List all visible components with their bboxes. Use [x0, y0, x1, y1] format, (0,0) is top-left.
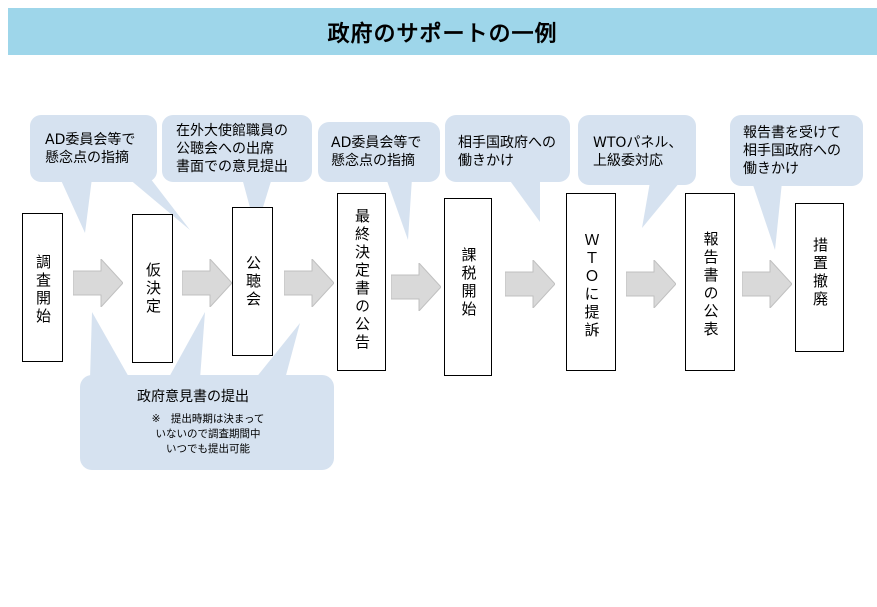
flow-arrow-2	[182, 259, 232, 307]
step-label: 措置撤廃	[811, 237, 829, 309]
callout-pointer-1b	[128, 178, 190, 230]
callout-pointer-bottom-2	[168, 312, 205, 379]
callout-pointer-5	[642, 182, 680, 228]
callout-bottom-note: ※ 提出時期は決まって いないので調査期間中 いつでも提出可能	[151, 413, 265, 455]
callout-4-line-1: 相手国政府への	[458, 135, 556, 151]
callout-5-line-1: WTOパネル、	[593, 135, 683, 151]
callout-text-4: 相手国政府への 働きかけ	[458, 134, 556, 170]
flow-arrow-6	[626, 260, 676, 308]
callout-3-line-1: AD委員会等で	[331, 135, 422, 151]
callout-bubble-bottom	[80, 375, 334, 470]
callout-5-line-2: 上級委対応	[593, 153, 663, 169]
step-box-provisional-decision: 仮決定	[132, 214, 173, 363]
callout-pointer-6	[752, 182, 782, 250]
callout-text-3: AD委員会等で 懸念点の指摘	[331, 134, 421, 170]
flow-arrow-4	[391, 263, 441, 311]
callout-text-2: 在外大使館職員の 公聴会への出席 書面での意見提出	[176, 122, 288, 176]
callout-2-line-3: 書面での意見提出	[176, 159, 288, 175]
step-label: 仮決定	[144, 262, 162, 316]
step-label: 課税開始	[459, 247, 478, 319]
flow-arrow-3	[284, 259, 334, 307]
step-label: 報告書の公表	[701, 231, 720, 339]
callout-1-line-1: AD委員会等で	[45, 132, 136, 148]
step-label: 調査開始	[34, 254, 52, 326]
flow-arrow-5	[505, 260, 555, 308]
callout-pointer-bottom-1	[90, 312, 130, 379]
callout-bubble-1	[30, 115, 157, 182]
callout-pointer-3	[386, 178, 412, 240]
step-box-levy-start: 課税開始	[444, 198, 492, 376]
callout-bubble-6	[730, 115, 863, 186]
callout-3-line-2: 懸念点の指摘	[331, 153, 415, 169]
flow-arrow-1	[73, 259, 123, 307]
callout-6-line-3: 働きかけ	[743, 161, 799, 177]
callout-pointer-bottom-3	[255, 323, 300, 379]
callout-bubble-4	[445, 115, 570, 182]
step-box-report-publication: 報告書の公表	[685, 193, 735, 371]
callout-pointer-1a	[60, 178, 92, 233]
callout-pointer-4	[508, 178, 540, 222]
flow-arrow-7	[742, 260, 792, 308]
callout-bubble-5	[578, 115, 696, 185]
callout-4-line-2: 働きかけ	[458, 153, 514, 169]
callout-bottom-title: 政府意見書の提出	[137, 389, 249, 405]
callout-1-line-2: 懸念点の指摘	[45, 150, 129, 166]
callout-bubble-2	[162, 115, 312, 182]
step-box-public-hearing: 公聴会	[232, 207, 273, 356]
step-label: 最終決定書の公告	[353, 208, 371, 352]
callout-text-5: WTOパネル、 上級委対応	[593, 134, 682, 170]
callout-2-line-2: 公聴会への出席	[176, 141, 274, 157]
step-box-wto-filing: ＷＴＯに提訴	[566, 193, 616, 371]
callout-text-1: AD委員会等で 懸念点の指摘	[45, 131, 135, 167]
step-box-measure-abolition: 措置撤廃	[795, 203, 844, 352]
step-box-survey-start: 調査開始	[22, 213, 63, 362]
callout-6-line-1: 報告書を受けて	[743, 125, 841, 141]
callout-6-line-2: 相手国政府への	[743, 143, 841, 159]
step-label: 公聴会	[244, 255, 262, 309]
callout-pointer-2	[242, 178, 272, 230]
diagram-title: 政府のサポートの一例	[327, 21, 558, 47]
step-box-final-determination: 最終決定書の公告	[337, 193, 386, 371]
callout-2-line-1: 在外大使館職員の	[176, 123, 288, 139]
callout-bubble-3	[318, 122, 440, 182]
step-label: ＷＴＯに提訴	[582, 232, 601, 340]
title-bar: 政府のサポートの一例	[8, 8, 877, 55]
callout-text-6: 報告書を受けて 相手国政府への 働きかけ	[743, 124, 841, 178]
